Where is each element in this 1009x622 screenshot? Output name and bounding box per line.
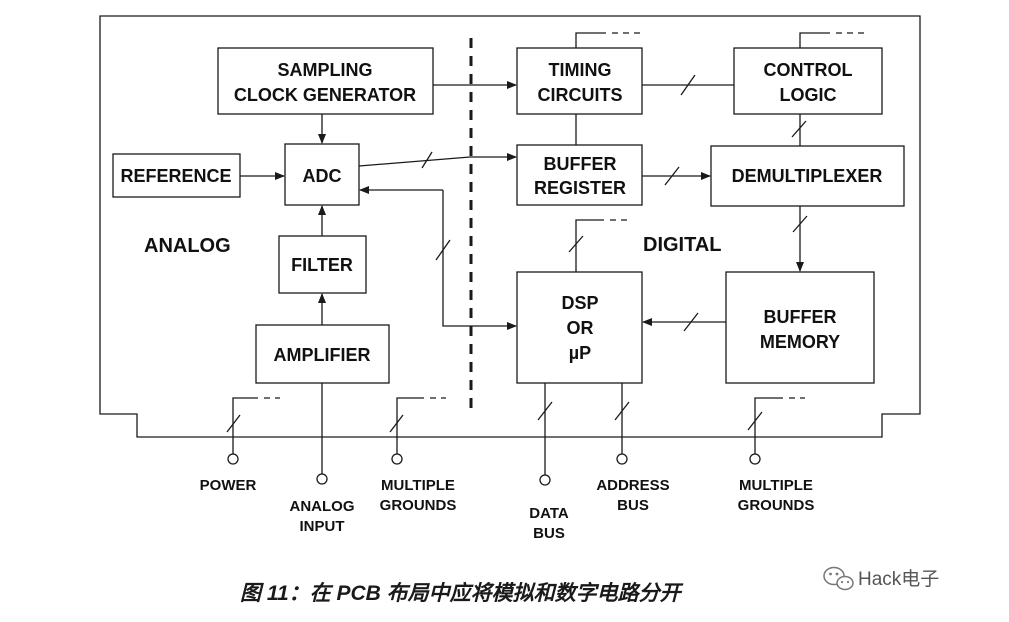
svg-text:FILTER: FILTER [291, 255, 353, 275]
analog-zone-label: ANALOG [144, 235, 231, 257]
svg-text:REGISTER: REGISTER [534, 178, 626, 198]
svg-text:SAMPLING: SAMPLING [277, 60, 372, 80]
svg-text:ANALOG: ANALOG [290, 498, 355, 515]
svg-text:ADDRESS: ADDRESS [596, 477, 669, 494]
svg-text:MULTIPLE: MULTIPLE [381, 477, 455, 494]
analog-input-label: ANALOG INPUT [290, 498, 355, 535]
data-bus-terminal [539, 474, 551, 486]
timing-control-bus [642, 74, 734, 96]
data-bus-line [537, 383, 553, 486]
address-bus-line [614, 383, 630, 465]
analog-input-line [316, 383, 328, 485]
svg-text:GROUNDS: GROUNDS [738, 497, 815, 514]
svg-text:AMPLIFIER: AMPLIFIER [274, 345, 371, 365]
address-bus-terminal [616, 453, 628, 465]
adc-block: ADC [284, 143, 360, 206]
analog-grounds-label: MULTIPLE GROUNDS [380, 477, 457, 514]
address-bus-label: ADDRESS BUS [596, 477, 669, 514]
dsp-adc-bidirectional-bus [359, 186, 517, 330]
digital-grounds-line [747, 397, 805, 465]
reference-block: REFERENCE [112, 153, 241, 198]
svg-text:MEMORY: MEMORY [760, 332, 840, 352]
filter-block: FILTER [278, 235, 367, 294]
digital-zone-label: DIGITAL [643, 234, 722, 256]
figure-caption: 图 11：在 PCB 布局中应将模拟和数字电路分开 [240, 581, 684, 605]
digital-grounds-label: MULTIPLE GROUNDS [738, 477, 815, 514]
timing-external-line [575, 32, 642, 48]
svg-text:MULTIPLE: MULTIPLE [739, 477, 813, 494]
svg-text:OR: OR [567, 318, 594, 338]
power-label: POWER [200, 477, 257, 494]
watermark: Hack电子 [823, 566, 939, 591]
svg-text:BUFFER: BUFFER [764, 307, 837, 327]
control-to-demux-bus [791, 114, 807, 146]
svg-text:BUFFER: BUFFER [544, 154, 617, 174]
svg-text:DATA: DATA [529, 505, 569, 522]
power-pin-line [226, 397, 280, 465]
svg-text:ADC: ADC [303, 166, 342, 186]
dsp-block: DSP OR µP [516, 271, 643, 384]
data-bus-label: DATA BUS [529, 505, 569, 542]
control-external-line [799, 32, 866, 48]
svg-text:CONTROL: CONTROL [764, 60, 853, 80]
power-terminal [227, 453, 239, 465]
svg-text:REFERENCE: REFERENCE [120, 166, 231, 186]
buffer-register-block: BUFFER REGISTER [516, 144, 643, 206]
demux-to-buffer-memory-bus [792, 206, 808, 272]
svg-text:CLOCK GENERATOR: CLOCK GENERATOR [234, 85, 416, 105]
demultiplexer-block: DEMULTIPLEXER [710, 145, 905, 207]
board-outline [99, 15, 921, 438]
buffer-memory-to-dsp-bus [642, 312, 726, 332]
svg-text:TIMING: TIMING [549, 60, 612, 80]
adc-to-buffer-register-bus [358, 151, 517, 169]
svg-text:INPUT: INPUT [300, 518, 345, 535]
svg-text:LOGIC: LOGIC [780, 85, 837, 105]
amplifier-block: AMPLIFIER [255, 324, 390, 384]
timing-circuits-block: TIMING CIRCUITS [516, 47, 643, 115]
digital-grounds-terminal [749, 453, 761, 465]
svg-text:BUS: BUS [617, 497, 649, 514]
control-logic-block: CONTROL LOGIC [733, 47, 883, 115]
svg-text:BUS: BUS [533, 525, 565, 542]
analog-grounds-terminal [391, 453, 403, 465]
svg-text:Hack电子: Hack电子 [858, 568, 939, 590]
buffer-memory-block: BUFFER MEMORY [725, 271, 875, 384]
buffer-register-to-demux-bus [642, 166, 711, 186]
svg-text:GROUNDS: GROUNDS [380, 497, 457, 514]
svg-text:DEMULTIPLEXER: DEMULTIPLEXER [732, 166, 883, 186]
svg-text:DSP: DSP [561, 293, 598, 313]
svg-text:µP: µP [569, 343, 591, 363]
analog-grounds-line [389, 397, 446, 465]
wechat-icon [823, 566, 854, 591]
dsp-external-line [568, 219, 630, 272]
svg-text:CIRCUITS: CIRCUITS [538, 85, 623, 105]
analog-input-terminal [316, 473, 328, 485]
sampling-clock-generator-block: SAMPLING CLOCK GENERATOR [217, 47, 434, 115]
